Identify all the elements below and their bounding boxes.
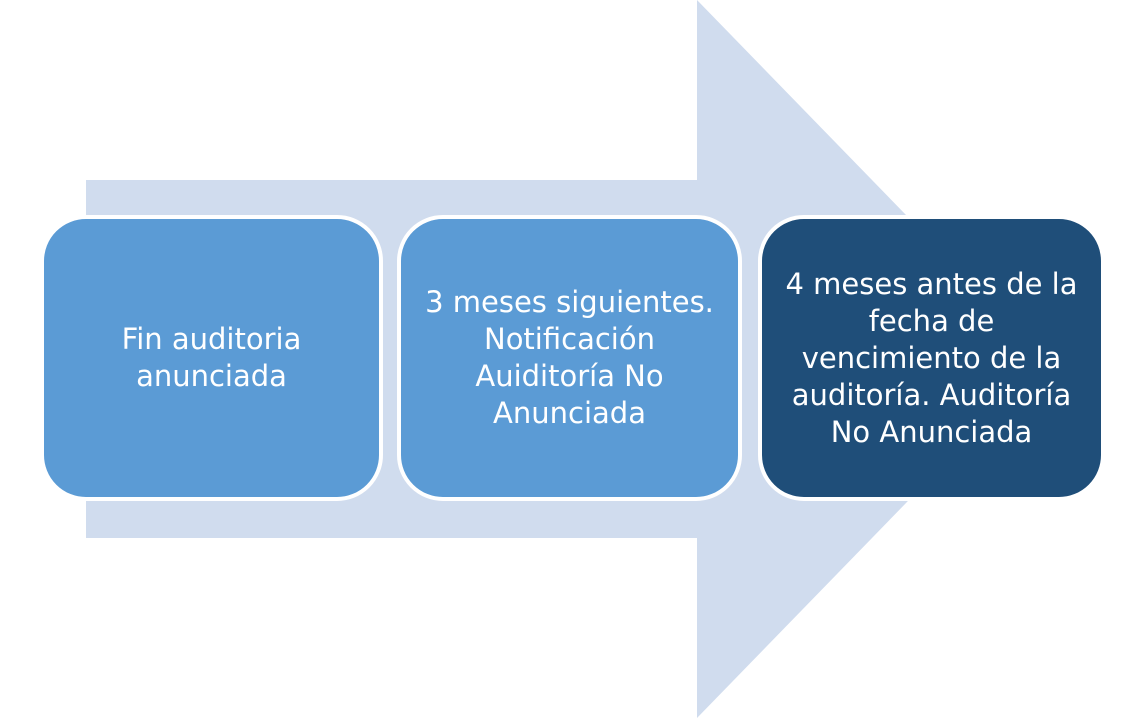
- step-box-3: 4 meses antes de la fecha de vencimiento…: [758, 215, 1105, 501]
- step-box-1: Fin auditoria anunciada: [40, 215, 383, 501]
- step-1-label: Fin auditoria anunciada: [121, 322, 302, 393]
- step-3-label: 4 meses antes de la fecha de vencimiento…: [785, 266, 1078, 449]
- step-box-2: 3 meses siguientes. Notificación Auidito…: [397, 215, 742, 501]
- step-2-label: 3 meses siguientes. Notificación Auidito…: [425, 285, 714, 430]
